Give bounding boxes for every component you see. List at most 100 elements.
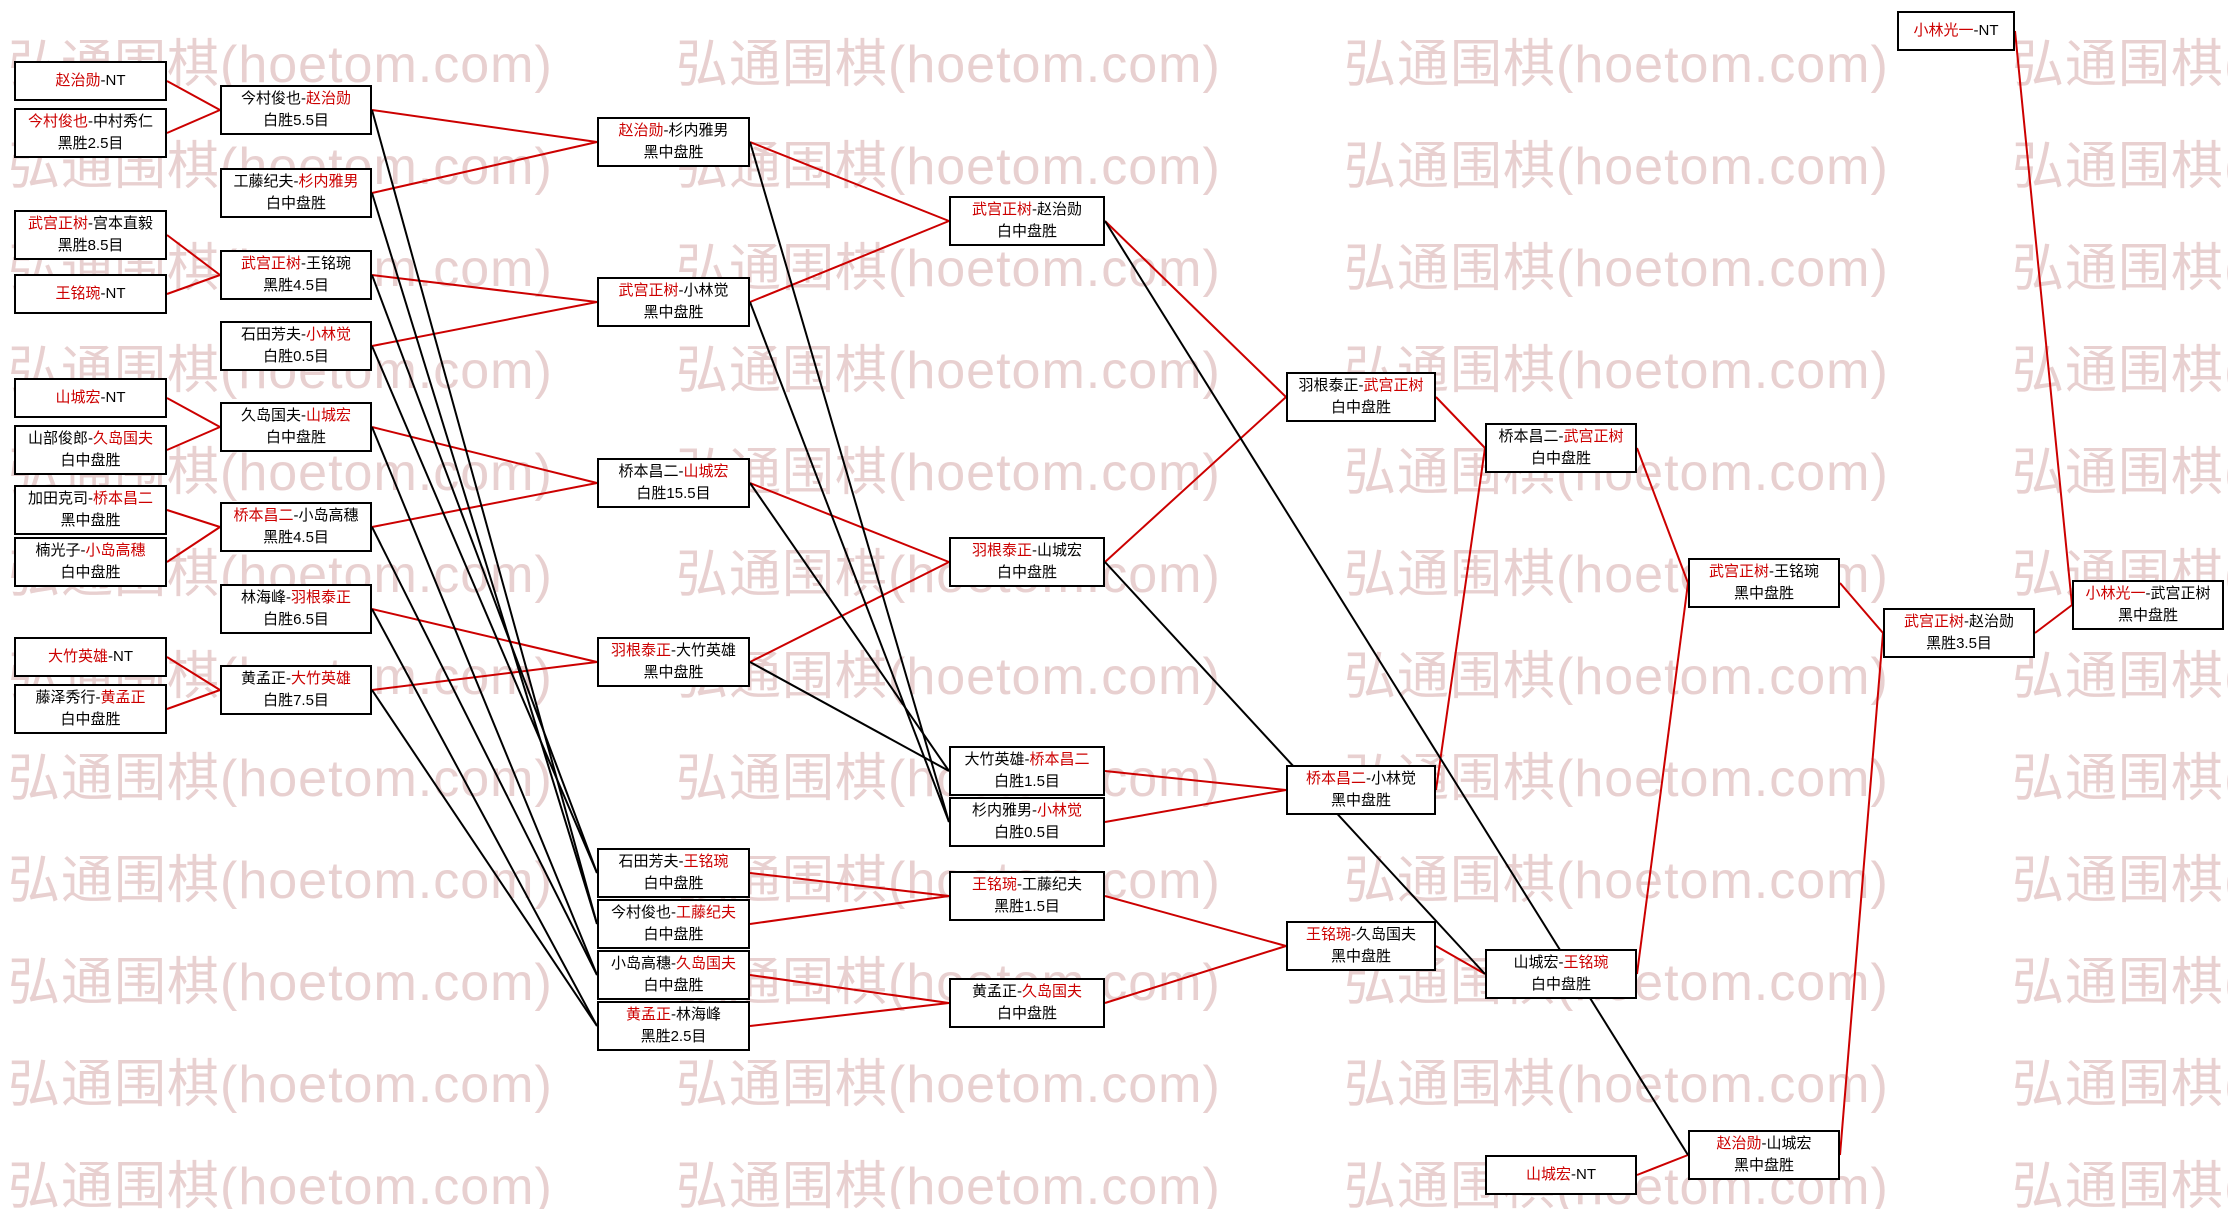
connector-line bbox=[166, 526, 221, 563]
winner-name: 武宫正树 bbox=[1363, 377, 1424, 394]
connector-line bbox=[749, 482, 950, 563]
player-name: -杉内雅男 bbox=[663, 122, 729, 139]
match-box: 桥本昌二-小岛高穗黑胜4.5目 bbox=[220, 502, 372, 552]
player-names: 桥本昌二-山城宏 bbox=[599, 461, 748, 483]
watermark-text: 弘通围棋(hoetom.com) bbox=[8, 954, 553, 1012]
match-result: 黑中盘胜 bbox=[1330, 948, 1391, 965]
player-names: 山城宏-NT bbox=[16, 387, 165, 409]
winner-name: 今村俊也 bbox=[27, 113, 88, 130]
player-names: 石田芳夫-王铭琬 bbox=[599, 851, 748, 873]
winner-name: 久岛国夫 bbox=[1021, 983, 1082, 1000]
winner-name: 小林觉 bbox=[1036, 802, 1082, 819]
winner-name: 桥本昌二 bbox=[92, 490, 153, 507]
match-result: 白中盘胜 bbox=[643, 977, 704, 994]
player-names: 武宫正树-赵治勋 bbox=[951, 199, 1103, 221]
connector-line bbox=[371, 608, 598, 1027]
match-box: 大竹英雄-NT bbox=[14, 637, 167, 677]
connector-line bbox=[1104, 396, 1287, 563]
player-name: 加田克司- bbox=[27, 490, 93, 507]
player-name: -赵治勋 bbox=[1964, 613, 2014, 630]
match-result: 黑胜2.5目 bbox=[57, 135, 124, 152]
watermark-text: 弘通围棋(hoetom.com) bbox=[2012, 954, 2228, 1012]
match-result: 黑中盘胜 bbox=[2117, 607, 2178, 624]
connector-line bbox=[1104, 895, 1287, 947]
match-result: 白中盘胜 bbox=[60, 711, 121, 728]
connector-line bbox=[2014, 30, 2073, 606]
match-box: 羽根泰正-山城宏白中盘胜 bbox=[949, 537, 1105, 587]
player-names: 羽根泰正-山城宏 bbox=[951, 540, 1103, 562]
match-box: 山部俊郎-久岛国夫白中盘胜 bbox=[14, 425, 167, 475]
connector-line bbox=[1839, 582, 1884, 634]
player-names: 羽根泰正-武宫正树 bbox=[1288, 375, 1434, 397]
watermark-text: 弘通围棋(hoetom.com) bbox=[8, 750, 553, 808]
player-names: 大竹英雄-桥本昌二 bbox=[951, 749, 1103, 771]
match-box: 武宫正树-赵治勋黑胜3.5目 bbox=[1883, 608, 2035, 658]
player-name: 黄孟正- bbox=[971, 983, 1022, 1000]
match-box: 桥本昌二-小林觉黑中盘胜 bbox=[1286, 765, 1436, 815]
connector-line bbox=[166, 397, 221, 428]
winner-name: 桥本昌二 bbox=[1029, 751, 1090, 768]
watermark-text: 弘通围棋(hoetom.com) bbox=[2012, 648, 2228, 706]
watermark-text: 弘通围棋(hoetom.com) bbox=[676, 736, 1221, 811]
connector-line bbox=[1104, 770, 1287, 791]
match-result: 白胜0.5目 bbox=[263, 348, 329, 365]
watermark-text: 弘通围棋(hoetom.com) bbox=[676, 342, 1221, 400]
connector-line bbox=[371, 141, 598, 194]
match-result: 黑胜2.5目 bbox=[640, 1028, 707, 1045]
winner-name: 羽根泰正 bbox=[610, 642, 671, 659]
match-box: 大竹英雄-桥本昌二白胜1.5目 bbox=[949, 746, 1105, 796]
match-result: 黑中盘胜 bbox=[1330, 792, 1391, 809]
match-result: 黑中盘胜 bbox=[643, 144, 704, 161]
match-box: 山城宏-NT bbox=[14, 378, 167, 418]
connector-line bbox=[371, 301, 598, 347]
winner-name: 王铭琬 bbox=[683, 853, 729, 870]
player-name: 林海峰- bbox=[240, 589, 291, 606]
player-names: 王铭琬-NT bbox=[16, 283, 165, 305]
watermark-text: 弘通围棋(hoetom.com) bbox=[8, 1056, 553, 1114]
player-names: 加田克司-桥本昌二 bbox=[16, 488, 165, 510]
watermark-text: 弘通围棋(hoetom.com) bbox=[676, 838, 1221, 913]
winner-name: 王铭琬 bbox=[971, 876, 1017, 893]
match-result: 白中盘胜 bbox=[996, 223, 1057, 240]
match-box: 石田芳夫-小林觉白胜0.5目 bbox=[220, 321, 372, 371]
player-names: 武宫正树-小林觉 bbox=[599, 280, 748, 302]
connector-line bbox=[371, 109, 598, 143]
watermark-text: 弘通围棋(hoetom.com) bbox=[1344, 240, 1889, 298]
player-name: -NT bbox=[1571, 1166, 1596, 1183]
player-names: 羽根泰正-大竹英雄 bbox=[599, 640, 748, 662]
connector-line bbox=[1104, 945, 1287, 1004]
match-result: 黑中盘胜 bbox=[643, 664, 704, 681]
watermark-text: 弘通围棋(hoetom.com) bbox=[8, 1158, 553, 1209]
player-names: 今村俊也-工藤纪夫 bbox=[599, 902, 748, 924]
player-names: 王铭琬-工藤纪夫 bbox=[951, 874, 1103, 896]
match-box: 杉内雅男-小林觉白胜0.5目 bbox=[949, 797, 1105, 847]
winner-name: 羽根泰正 bbox=[290, 589, 351, 606]
match-result: 白中盘胜 bbox=[643, 875, 704, 892]
winner-name: 小林觉 bbox=[305, 326, 351, 343]
connector-line bbox=[371, 526, 598, 976]
player-name: -林海峰 bbox=[671, 1006, 721, 1023]
player-name: -赵治勋 bbox=[1032, 201, 1082, 218]
winner-name: 赵治勋 bbox=[305, 90, 351, 107]
player-name: -王铭琬 bbox=[1769, 563, 1819, 580]
connector-line bbox=[1104, 220, 1287, 398]
connector-line bbox=[371, 274, 598, 874]
match-result: 白中盘胜 bbox=[996, 1005, 1057, 1022]
winner-name: 小林光一 bbox=[2085, 585, 2146, 602]
match-result: 白中盘胜 bbox=[60, 452, 121, 469]
match-box: 武宫正树-宫本直毅黑胜8.5目 bbox=[14, 210, 167, 260]
player-name: 藤泽秀行- bbox=[35, 689, 101, 706]
match-result: 白中盘胜 bbox=[60, 564, 121, 581]
player-name: 桥本昌二- bbox=[1498, 428, 1564, 445]
watermark-text: 弘通围棋(hoetom.com) bbox=[1344, 648, 1889, 706]
match-box: 黄孟正-大竹英雄白胜7.5目 bbox=[220, 665, 372, 715]
player-names: 武宫正树-王铭琬 bbox=[222, 253, 370, 275]
connector-line bbox=[749, 141, 950, 823]
player-name: 黄孟正- bbox=[240, 670, 291, 687]
watermark-text: 弘通围棋(hoetom.com) bbox=[1344, 138, 1889, 196]
player-names: 武宫正树-王铭琬 bbox=[1690, 561, 1838, 583]
match-result: 黑胜4.5目 bbox=[263, 277, 329, 294]
winner-name: 王铭琬 bbox=[1563, 954, 1609, 971]
winner-name: 武宫正树 bbox=[1708, 563, 1769, 580]
